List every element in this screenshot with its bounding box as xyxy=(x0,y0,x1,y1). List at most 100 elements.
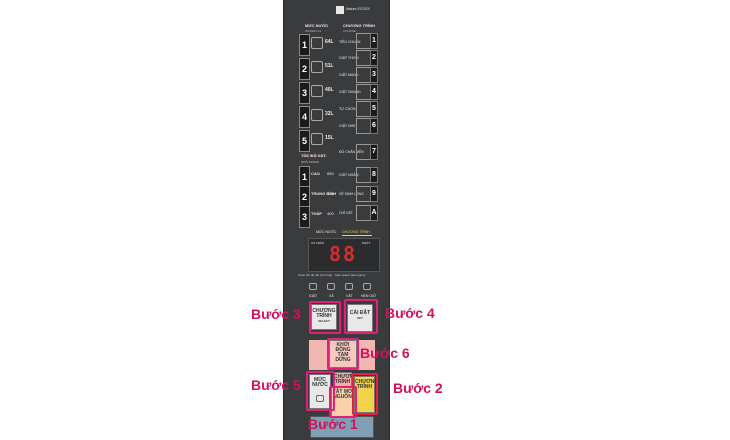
program-6-label: GIẶT NHẸ xyxy=(339,124,356,128)
water-level-4-value: 32L xyxy=(325,111,334,117)
water-level-header: MỨC NƯỚC xyxy=(305,23,329,28)
program-10-icon xyxy=(356,205,371,221)
water-level-note: ĐẶT MỨC NƯỚC xyxy=(303,154,328,158)
water-level-4-icon xyxy=(311,109,323,121)
stage-rinse-icon xyxy=(327,283,335,290)
program-select-label-en: SELECT xyxy=(318,319,330,323)
step3-highlight xyxy=(309,301,341,334)
setting-button[interactable]: CÀI ĐẶT SET xyxy=(347,304,373,332)
program-9-key[interactable]: 9 xyxy=(370,186,378,202)
program-10-label: CHỈ VẮT xyxy=(339,211,353,215)
program-8-label: GIẶT NGÂM xyxy=(339,173,359,177)
program-10-key[interactable]: A xyxy=(370,205,378,221)
program-9-label: VỆ SINH LỒNG xyxy=(339,192,364,196)
program-5-key[interactable]: 5 xyxy=(370,101,378,117)
display-label-right: CHƯƠNG TRÌNH xyxy=(342,230,370,234)
spin-speed-3-button[interactable]: 3 xyxy=(299,206,310,228)
program-select-label: CHƯƠNG TRÌNH xyxy=(312,308,336,319)
step1-highlight xyxy=(329,386,357,418)
spin-speed-3-label: THẤP xyxy=(311,211,322,216)
display-time-right: PHÚT xyxy=(362,241,371,245)
water-level-1-value: 64L xyxy=(325,39,334,45)
program-select-button[interactable]: CHƯƠNG TRÌNH SELECT xyxy=(311,304,337,330)
program-header: CHƯƠNG TRÌNH xyxy=(343,23,375,28)
water-level-4-button[interactable]: 4 xyxy=(299,106,310,128)
program-2-label: GIẶT THƠM xyxy=(339,56,359,60)
program-5-label: TỰ CHỌN xyxy=(339,107,356,111)
water-level-3-button[interactable]: 3 xyxy=(299,82,310,104)
water-level-2-icon xyxy=(311,61,323,73)
display-label-left: MỨC NƯỚC xyxy=(316,230,337,234)
program-1-label: TIÊU CHUẨN xyxy=(339,40,361,44)
program-9-icon xyxy=(356,186,371,202)
water-level-3-value: 40L xyxy=(325,87,334,93)
program-3-label: GIẶT MẠNH xyxy=(339,73,359,77)
brand-logo xyxy=(336,6,344,14)
step4-callout: Bước 4 xyxy=(385,305,435,321)
step3-callout: Bước 3 xyxy=(251,306,301,322)
stage-wash: GIẶT xyxy=(309,294,318,298)
program-3-icon xyxy=(356,67,371,83)
program-7-key[interactable]: 7 xyxy=(370,144,378,160)
program-1-icon xyxy=(356,33,371,49)
water-level-3-icon xyxy=(311,85,323,97)
spin-speed-2-label: TRUNG BÌNH xyxy=(311,191,337,196)
program-6-key[interactable]: 6 xyxy=(370,118,378,134)
program-yellow-label: CHƯƠNG TRÌNH xyxy=(355,379,379,390)
program-2-icon xyxy=(356,50,371,66)
program-4-key[interactable]: 4 xyxy=(370,84,378,100)
power-label: TẮT MỞ NGUỒN xyxy=(332,389,353,400)
stage-wash-icon xyxy=(309,283,317,290)
step2-callout: Bước 2 xyxy=(393,380,443,396)
program-5-icon xyxy=(356,101,371,117)
step4-highlight xyxy=(344,299,378,334)
step2-highlight xyxy=(352,373,378,415)
program-4-label: GIẶT NHANH xyxy=(339,90,361,94)
water-level-5-button[interactable]: 5 xyxy=(299,130,310,152)
stage-spin-icon xyxy=(345,283,353,290)
stage-rinse: XẢ xyxy=(329,294,334,298)
program-yellow-button[interactable]: CHƯƠNG TRÌNH xyxy=(354,376,379,413)
spin-speed-3-rpm: 400 xyxy=(327,211,334,216)
spin-speed-1-label: CAO xyxy=(311,171,320,176)
spin-speed-2-rpm: 700 xyxy=(327,191,334,196)
water-level-2-button[interactable]: 2 xyxy=(299,58,310,80)
stage-timer-icon xyxy=(363,283,371,290)
setting-label-en: SET xyxy=(357,316,363,320)
program-8-key[interactable]: 8 xyxy=(370,167,378,183)
display-hint: Chọn tốc độ vắt (vui lòng) · Spin speed … xyxy=(298,273,366,277)
water-level-1-button[interactable]: 1 xyxy=(299,34,310,56)
start-pause-button[interactable]: KHỞI ĐỘNG TẠM DỪNG xyxy=(329,340,357,368)
stage-spin: VẮT xyxy=(346,294,353,298)
display-underline xyxy=(342,235,372,236)
step5-callout: Bước 5 xyxy=(251,377,301,393)
step1-callout: Bước 1 xyxy=(308,416,358,432)
water-level-5-icon xyxy=(311,133,323,145)
program-8-icon xyxy=(356,167,371,183)
spin-speed-1-button[interactable]: 1 xyxy=(299,166,310,188)
water-level-control-label: MỨC NƯỚC xyxy=(312,377,328,388)
program-1-key[interactable]: 1 xyxy=(370,33,378,49)
water-level-header-en: WATER LVL xyxy=(305,29,322,33)
program-4-icon xyxy=(356,84,371,100)
brand-logo-label: Nature ECOGY xyxy=(346,7,371,11)
display-digits: 88 xyxy=(329,242,358,266)
spin-speed-header-en: SPIN SPEED xyxy=(301,160,320,164)
water-level-5-value: 15L xyxy=(325,135,334,141)
stage-timer: HẸN GIỜ xyxy=(361,294,377,298)
program-header-en: COURSE xyxy=(343,29,356,33)
setting-label: CÀI ĐẶT xyxy=(349,310,371,316)
program-3-key[interactable]: 3 xyxy=(370,67,378,83)
step5-highlight xyxy=(306,371,335,411)
spin-speed-2-button[interactable]: 2 xyxy=(299,186,310,208)
step6-callout: Bước 6 xyxy=(360,345,410,361)
program-7-label: ĐỒ CHĂN MỀN xyxy=(339,150,364,154)
program-2-key[interactable]: 2 xyxy=(370,50,378,66)
spin-speed-1-rpm: 850 xyxy=(327,171,334,176)
water-level-2-value: 51L xyxy=(325,63,334,69)
step6-highlight xyxy=(327,338,359,370)
water-level-1-icon xyxy=(311,37,323,49)
display-time-left: XẢ TRÀN xyxy=(311,241,324,245)
program-6-icon xyxy=(356,118,371,134)
digit-display xyxy=(308,238,380,272)
